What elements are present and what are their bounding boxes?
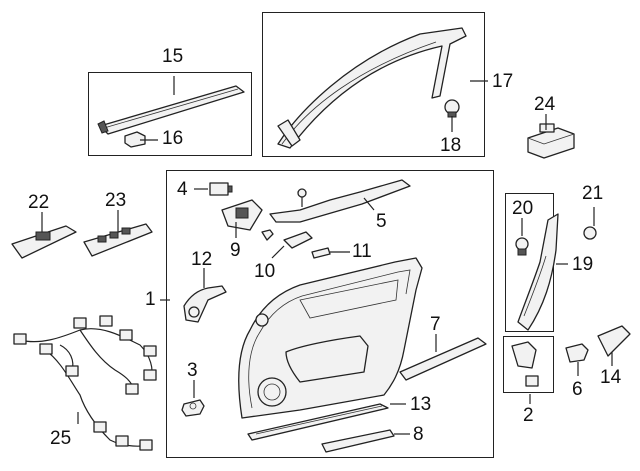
clip-icon <box>444 99 460 118</box>
callout-10: 10 <box>254 261 276 282</box>
callout-1: 1 <box>145 289 156 310</box>
group-box-belt-molding <box>88 72 252 156</box>
window-switch-icon <box>83 223 153 257</box>
callout-2: 2 <box>523 405 534 426</box>
callout-20: 20 <box>512 198 534 219</box>
clip-icon <box>124 131 146 148</box>
clip-icon <box>515 237 529 256</box>
callout-4: 4 <box>177 179 188 200</box>
belt-molding-icon <box>97 85 245 135</box>
callout-11: 11 <box>352 241 372 262</box>
leader-lines <box>41 76 613 435</box>
molding-icon <box>321 429 395 453</box>
callout-5: 5 <box>376 211 387 232</box>
callout-21: 21 <box>582 183 604 204</box>
callout-19: 19 <box>572 254 594 275</box>
garnish-strip-icon <box>399 337 487 381</box>
group-box-window-frame <box>262 12 485 157</box>
callout-25: 25 <box>50 428 72 449</box>
callout-15: 15 <box>162 46 184 67</box>
switch-bezel-icon <box>11 225 77 259</box>
callout-8: 8 <box>413 424 424 445</box>
armrest-bracket-icon <box>269 179 411 223</box>
switch-bezel-icon <box>221 199 263 231</box>
group-box-door-trim <box>166 170 494 458</box>
bracket-set-icon <box>511 341 539 387</box>
window-frame-molding-icon <box>277 27 467 149</box>
callout-3: 3 <box>187 360 198 381</box>
switch-icon <box>261 229 313 249</box>
switch-icon <box>565 343 589 363</box>
callout-7: 7 <box>430 314 441 335</box>
door-trim-panel-icon <box>238 257 423 419</box>
mirror-cover-icon <box>183 285 227 323</box>
clip-icon <box>181 399 205 417</box>
lower-trim-icon <box>247 403 389 441</box>
callout-12: 12 <box>191 249 213 270</box>
switch-icon <box>527 123 575 159</box>
group-box-brackets <box>503 336 554 393</box>
garnish-panel-icon <box>517 213 559 331</box>
callout-16: 16 <box>162 128 184 149</box>
callout-9: 9 <box>230 240 241 261</box>
callout-6: 6 <box>572 379 583 400</box>
connector-icon <box>209 182 233 196</box>
wiring-harness-icon <box>13 315 157 451</box>
cover-cap-icon <box>597 325 631 357</box>
clip-icon <box>583 226 597 240</box>
callout-18: 18 <box>440 135 462 156</box>
callout-14: 14 <box>600 367 622 388</box>
callout-23: 23 <box>105 190 127 211</box>
callout-22: 22 <box>28 192 50 213</box>
switch-icon <box>311 247 331 259</box>
callout-24: 24 <box>534 94 556 115</box>
callout-17: 17 <box>492 71 514 92</box>
callout-13: 13 <box>410 394 432 415</box>
